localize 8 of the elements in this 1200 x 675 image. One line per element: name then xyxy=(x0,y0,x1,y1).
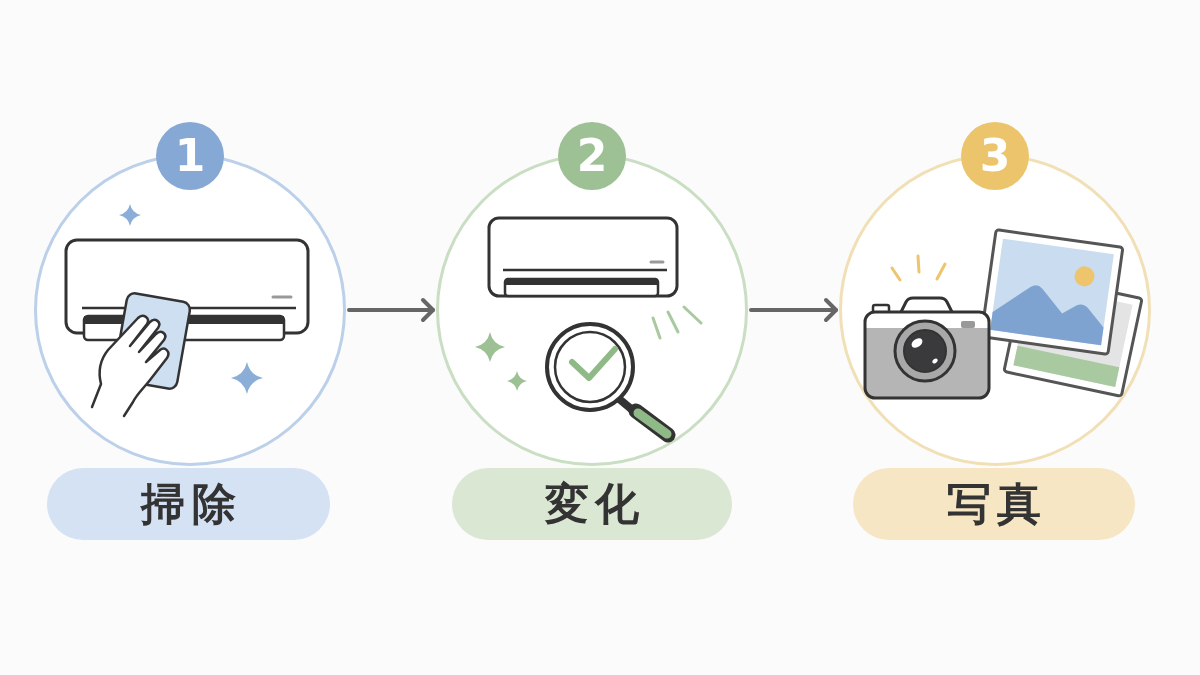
step-label: 写真 xyxy=(853,468,1135,540)
step-label: 変化 xyxy=(452,468,732,540)
arrow xyxy=(347,298,435,322)
step-label: 掃除 xyxy=(47,468,330,540)
step-number: 1 xyxy=(156,121,224,190)
step-number: 2 xyxy=(558,121,626,190)
arrow xyxy=(749,298,838,322)
step-number: 3 xyxy=(961,121,1029,190)
